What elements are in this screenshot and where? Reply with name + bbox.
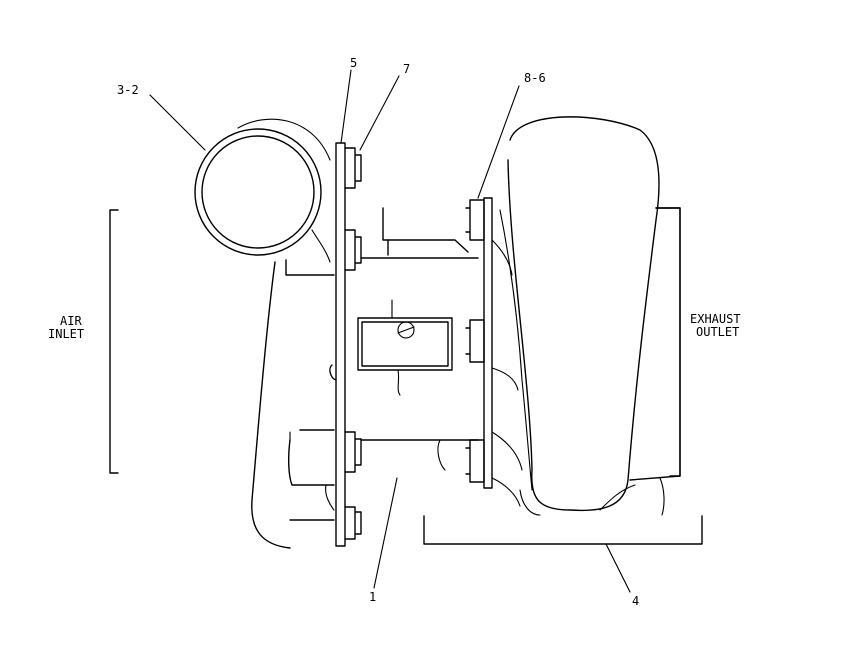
compressor-housing bbox=[251, 259, 337, 549]
callout-5: 5 bbox=[350, 56, 357, 70]
air-inlet-label-line2: INLET bbox=[48, 327, 84, 341]
center-housing bbox=[357, 207, 479, 471]
callout-4: 4 bbox=[632, 594, 639, 608]
mounting-plate bbox=[335, 142, 346, 547]
exhaust-outlet-bracket bbox=[655, 207, 681, 477]
air-inlet-bracket bbox=[109, 209, 119, 474]
plate-bolts bbox=[344, 147, 362, 540]
exhaust-outlet-label-line2: OUTLET bbox=[696, 325, 739, 339]
exhaust-outlet-label-line1: EXHAUST bbox=[690, 312, 741, 326]
callout-7: 7 bbox=[403, 62, 410, 76]
leader-lines bbox=[149, 69, 631, 593]
turbine-housing bbox=[491, 116, 681, 516]
compressor-inlet bbox=[194, 118, 331, 263]
callout-8-6: 8-6 bbox=[524, 71, 546, 85]
air-inlet-label-line1: AIR bbox=[60, 314, 82, 328]
turbine-flange bbox=[465, 197, 493, 489]
exhaust-base bbox=[423, 515, 703, 545]
callout-3-2: 3-2 bbox=[117, 83, 139, 97]
callout-1: 1 bbox=[369, 590, 376, 604]
